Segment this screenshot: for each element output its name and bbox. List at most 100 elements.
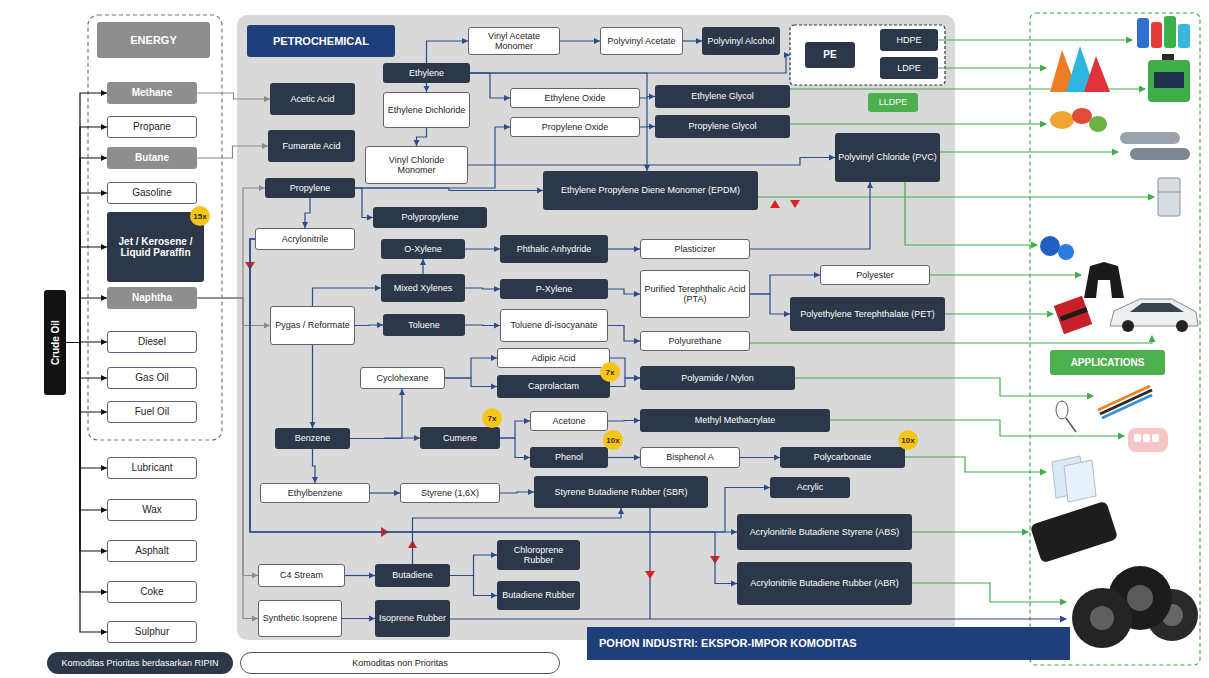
connector-line (450, 555, 497, 576)
node-label: Polycarbonate (814, 452, 872, 462)
connector (355, 322, 383, 328)
leader-line (905, 457, 1046, 472)
node-label: Acrylonitrile Butadiene Rubber (ABR) (750, 578, 899, 588)
node-label: Styrene (1,6X) (421, 488, 479, 498)
priority-box: Ethylene Glycol (655, 85, 790, 108)
connector (350, 435, 420, 441)
bottle-icon (1164, 16, 1176, 48)
callout-badge: 15x (190, 206, 210, 226)
arrow-head (784, 52, 790, 58)
node-label: Methyl Methacrylate (695, 415, 776, 425)
commodity-box: Gasoline (107, 182, 197, 204)
commodity-box: Polyvinyl Acetate (600, 27, 683, 55)
connector (66, 343, 107, 416)
callout-number: 10x (901, 436, 914, 445)
connector (450, 576, 497, 599)
connector (608, 455, 640, 461)
commodity-box: C4 Stream (258, 564, 345, 587)
priority-box: O-Xylene (381, 239, 465, 259)
priority-box: Butadiene (375, 564, 450, 587)
connector-line (445, 378, 497, 387)
connector-line (750, 275, 820, 294)
priority-box: HDPE (880, 29, 938, 51)
node-label: Lubricant (131, 462, 172, 473)
racket-icon (1056, 401, 1068, 419)
connector-line (66, 343, 107, 413)
yarn-icon (1040, 236, 1060, 256)
priority-box: Acrylonitrile Butadiene Rubber (ABR) (737, 562, 912, 605)
commodity-box: Coke (107, 581, 197, 603)
connector-line (66, 158, 107, 343)
connector-line (468, 158, 835, 166)
node-label: Acrylonitrile Butadiene Styrene (ABS) (750, 527, 900, 537)
node-label: POHON INDUSTRI: EKSPOR-IMPOR KOMODITAS (599, 637, 857, 649)
node-label: Gas Oil (135, 372, 168, 383)
commodity-box: Asphalt (107, 540, 197, 562)
energy-box: Naphtha (107, 287, 197, 309)
connector (750, 272, 820, 294)
node-label: Bisphenol A (666, 452, 714, 462)
commodity-box: Ethylene Oxide (510, 88, 640, 108)
connector (500, 438, 530, 461)
node-label: Fuel Oil (135, 406, 169, 417)
node-label: HDPE (896, 35, 921, 45)
node-label: Propylene Oxide (542, 122, 609, 132)
connector (66, 190, 107, 343)
connector-line (66, 127, 107, 343)
red-marker (770, 200, 780, 208)
food-icon (1072, 108, 1092, 124)
node-label: Polyester (856, 270, 894, 280)
panel-heading: PE (805, 42, 855, 68)
commodity-box: Vinyl Acetate Monomer (468, 27, 560, 55)
connector (427, 38, 469, 63)
flow-markers (245, 200, 800, 579)
wire-icon (1100, 390, 1152, 414)
car-icon (1176, 320, 1188, 332)
jacket-icon (1084, 262, 1124, 298)
priority-box: Methyl Methacrylate (640, 409, 830, 432)
connector-line (197, 298, 258, 576)
node-label: C4 Stream (280, 570, 323, 580)
connector-line (312, 345, 313, 428)
connector (465, 286, 500, 292)
commodity-box: Ethylbenzene (260, 483, 370, 503)
node-label: Polyvinyl Alcohol (707, 36, 774, 46)
legend-label: Komoditas Prioritas berdasarkan RIPIN (61, 658, 218, 668)
node-label: Polyamide / Nylon (681, 373, 754, 383)
connector-line (350, 437, 420, 439)
car-icon (1122, 320, 1134, 332)
connector (66, 343, 107, 514)
glass-icon (1064, 460, 1096, 502)
panel-background (88, 15, 222, 440)
yarn-icon (1058, 244, 1074, 260)
leader-line (938, 67, 1046, 68)
leader-line (912, 583, 1066, 602)
node-label: Sulphur (135, 626, 169, 637)
leader-line (938, 39, 1132, 40)
callout-badge: 10x (603, 430, 623, 450)
connector (470, 73, 650, 171)
commodity-box: Acetone (530, 411, 608, 431)
leader-line (790, 123, 1046, 124)
connector (355, 188, 373, 221)
commodity-box: Gas Oil (107, 367, 197, 389)
keyboard-icon (1030, 501, 1118, 564)
application-pictures (1030, 16, 1198, 648)
connector (470, 73, 510, 101)
connector-line (66, 193, 107, 343)
car-icon (1130, 303, 1184, 312)
connector (465, 246, 500, 252)
bottle-icon (1178, 24, 1190, 48)
priority-box: Isoprene Rubber (375, 600, 450, 637)
node-label: Gasoline (132, 187, 171, 198)
leader-line (940, 151, 1118, 152)
node-label: Fumarate Acid (282, 141, 340, 151)
connector (66, 155, 107, 343)
node-label: Toluene (408, 320, 440, 330)
commodity-box: Propylene Oxide (510, 117, 640, 137)
connector (608, 246, 640, 252)
bottle-icon (1137, 18, 1149, 48)
node-label: Acrylonitrile (282, 234, 329, 244)
